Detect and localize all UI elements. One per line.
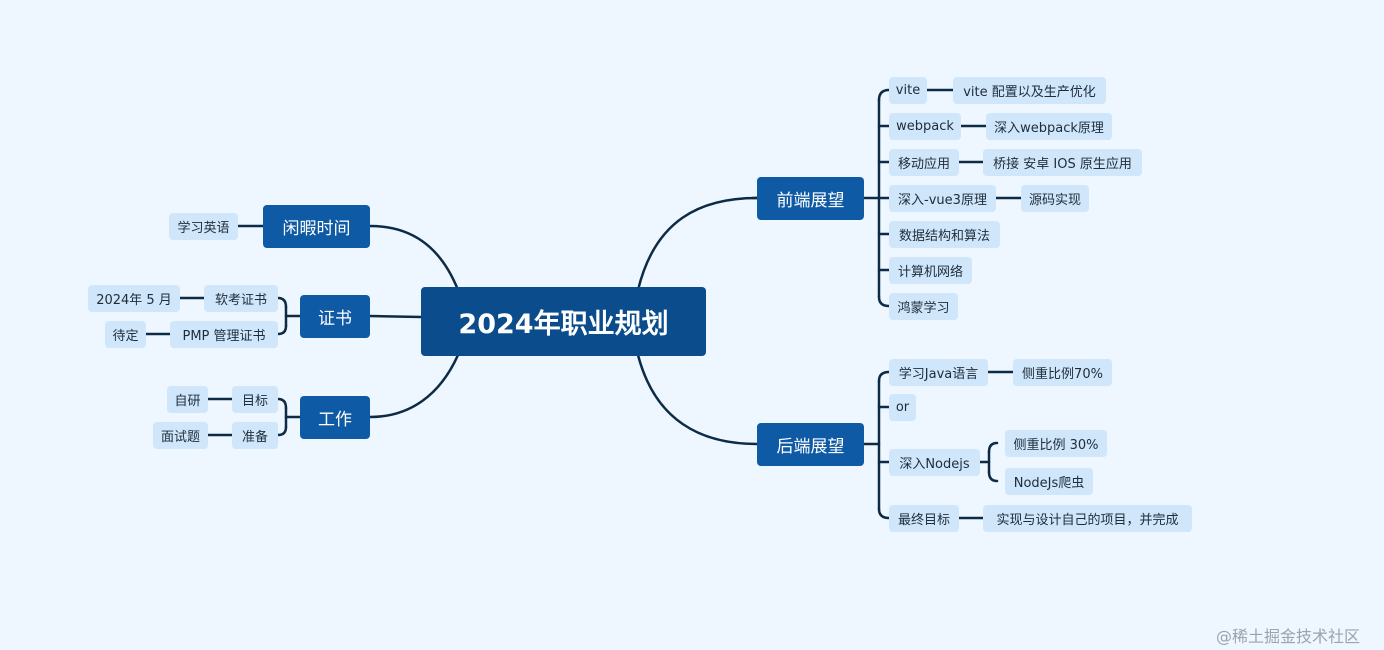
frontend-item-harmony[interactable]: 鸿蒙学习 [889, 293, 958, 320]
backend-detail-node-crawler[interactable]: NodeJs爬虫 [1005, 468, 1093, 495]
branch-frontend[interactable]: 前端展望 [757, 177, 864, 220]
cert-item-pmp[interactable]: PMP 管理证书 [170, 321, 278, 348]
link-root-leisure [368, 224, 460, 292]
backend-detail-node-ratio[interactable]: 侧重比例 30% [1005, 430, 1107, 457]
backend-item-java[interactable]: 学习Java语言 [889, 359, 988, 386]
link-root-work [368, 353, 460, 419]
branch-leisure[interactable]: 闲暇时间 [263, 205, 370, 248]
frontend-item-dsa[interactable]: 数据结构和算法 [889, 221, 1000, 248]
cert-detail-soft[interactable]: 2024年 5 月 [88, 285, 180, 312]
frontend-item-network[interactable]: 计算机网络 [889, 257, 972, 284]
branch-work[interactable]: 工作 [300, 396, 370, 439]
work-item-goal[interactable]: 目标 [232, 386, 278, 413]
frontend-item-vue3[interactable]: 深入-vue3原理 [889, 185, 996, 212]
link-root-cert [368, 314, 423, 319]
branch-backend[interactable]: 后端展望 [757, 423, 864, 466]
backend-item-node[interactable]: 深入Nodejs [889, 449, 980, 476]
cert-item-soft[interactable]: 软考证书 [204, 285, 278, 312]
watermark: @稀土掘金技术社区 [1216, 627, 1361, 646]
frontend-detail-webpack[interactable]: 深入webpack原理 [986, 113, 1112, 140]
leisure-item-english[interactable]: 学习英语 [169, 213, 238, 240]
frontend-detail-vue3[interactable]: 源码实现 [1021, 185, 1089, 212]
work-detail-goal[interactable]: 自研 [167, 386, 208, 413]
root-topic[interactable]: 2024年职业规划 [421, 287, 706, 356]
cert-detail-pmp[interactable]: 待定 [105, 321, 146, 348]
backend-item-or[interactable]: or [889, 394, 916, 421]
backend-detail-java[interactable]: 侧重比例70% [1013, 359, 1112, 386]
frontend-item-vite[interactable]: vite [889, 77, 927, 104]
frontend-item-webpack[interactable]: webpack [889, 113, 961, 140]
work-item-prep[interactable]: 准备 [232, 422, 278, 449]
branch-cert[interactable]: 证书 [300, 295, 370, 338]
backend-detail-goal[interactable]: 实现与设计自己的项目，并完成 [983, 505, 1192, 532]
backend-item-goal[interactable]: 最终目标 [889, 505, 959, 532]
work-detail-prep[interactable]: 面试题 [153, 422, 208, 449]
link-root-frontend [636, 196, 759, 292]
frontend-detail-mobile[interactable]: 桥接 安卓 IOS 原生应用 [983, 149, 1142, 176]
link-root-backend [636, 353, 759, 446]
frontend-item-mobile[interactable]: 移动应用 [889, 149, 959, 176]
frontend-detail-vite[interactable]: vite 配置以及生产优化 [953, 77, 1106, 104]
